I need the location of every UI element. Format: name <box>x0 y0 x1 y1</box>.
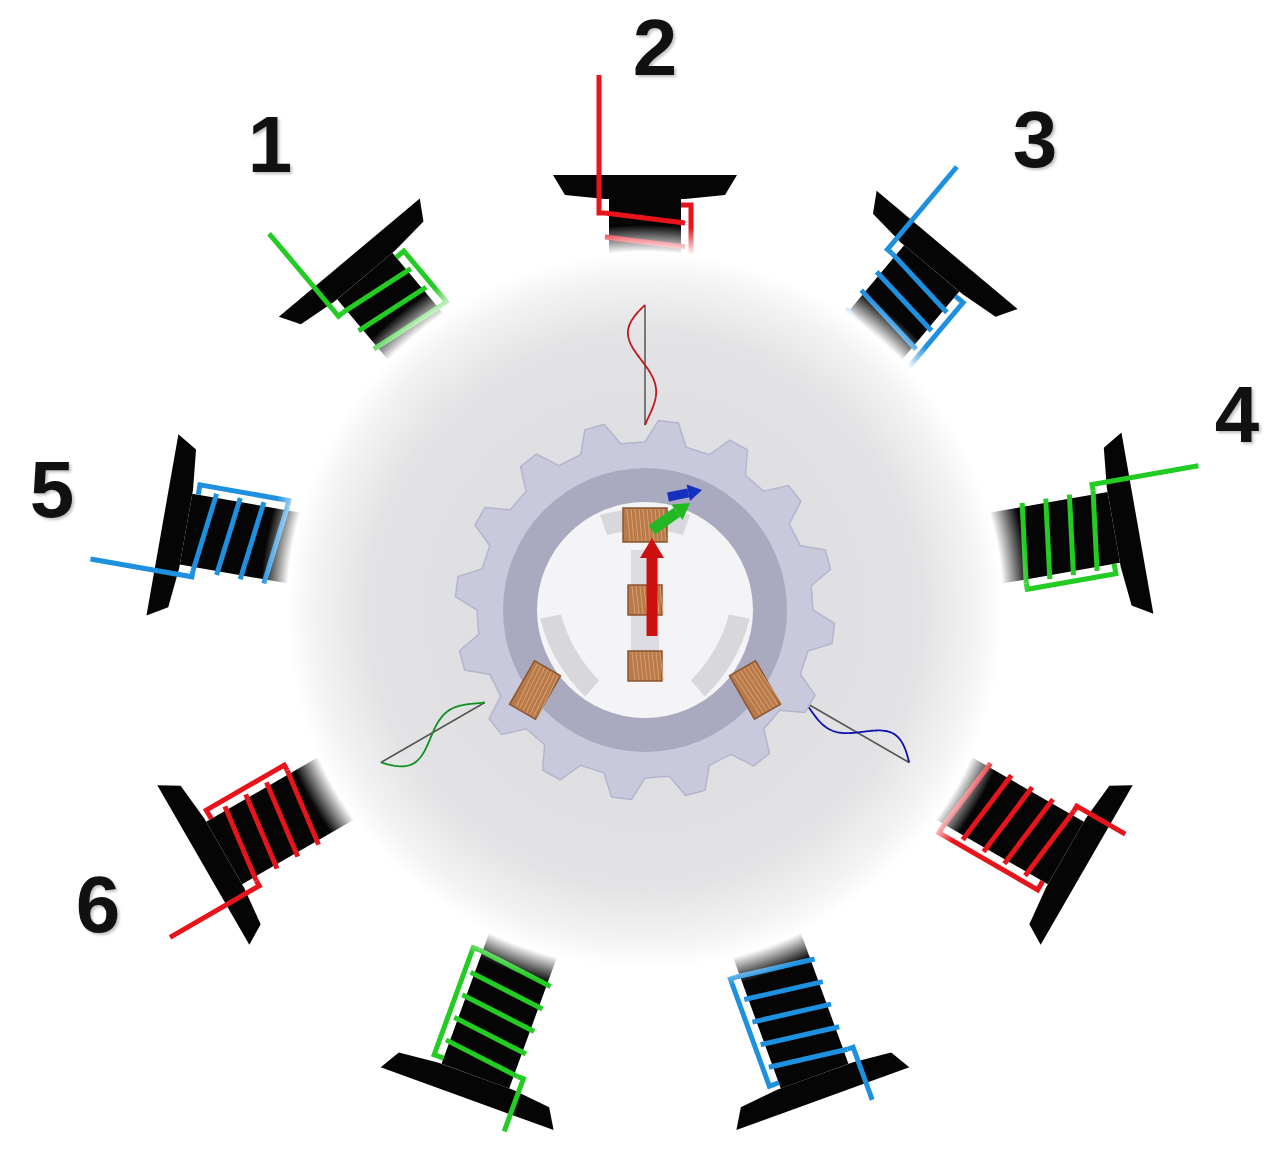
field-waveform <box>375 693 493 777</box>
callout-number: 2 <box>633 8 678 88</box>
vector-head <box>640 538 664 558</box>
lead-wire <box>1074 806 1125 839</box>
vector-head <box>687 485 702 501</box>
copper-strand <box>635 509 638 541</box>
copper-coil <box>510 661 562 720</box>
winding-turn <box>886 253 954 312</box>
copper-strand <box>631 509 634 541</box>
winding-turn <box>605 213 685 223</box>
copper-strand <box>643 509 646 541</box>
vector-shaft <box>668 493 688 497</box>
pole-flange <box>1020 773 1133 944</box>
pole-flange <box>861 191 1017 328</box>
field-vector <box>668 485 702 501</box>
copper-coil <box>628 651 663 681</box>
winding-turn <box>343 261 411 320</box>
winding-turn <box>769 1040 848 1077</box>
copper-strand <box>534 676 561 719</box>
winding-turn <box>1060 495 1084 576</box>
copper-strand <box>636 586 639 614</box>
copper-strand <box>660 586 663 614</box>
callout-number: 1 <box>248 105 293 185</box>
lead-wire <box>90 553 192 577</box>
lead-wire <box>167 881 259 938</box>
field-vector <box>652 503 690 530</box>
winding-turn <box>1036 499 1060 580</box>
copper-strand <box>640 652 643 680</box>
winding-turn <box>1025 806 1074 880</box>
copper-strand <box>644 652 647 680</box>
winding-return <box>730 976 778 1087</box>
copper-strand <box>531 674 558 717</box>
winding-turn <box>1004 794 1053 868</box>
copper-strand <box>632 586 635 614</box>
callout-number: 4 <box>1215 375 1260 455</box>
field-vector <box>640 538 664 636</box>
copper-strand <box>639 509 642 541</box>
winding-turn <box>240 500 264 581</box>
pole-flange <box>146 434 202 619</box>
wave-curve <box>628 305 656 425</box>
copper-coil <box>628 585 663 615</box>
vector-shaft <box>647 558 658 636</box>
winding-return <box>206 765 289 819</box>
winding-turn <box>984 782 1033 856</box>
copper-strand <box>632 652 635 680</box>
copper-strand <box>660 652 663 680</box>
wave-curve <box>375 693 493 777</box>
pole-flange <box>553 175 737 199</box>
copper-strand <box>648 652 651 680</box>
field-waveform <box>800 688 918 772</box>
pole-flange <box>157 773 270 944</box>
winding-turn <box>217 496 241 577</box>
copper-strand <box>656 652 659 680</box>
copper-body <box>510 661 561 719</box>
pole-flange <box>1098 433 1154 618</box>
winding-turn <box>193 492 217 573</box>
copper-strand <box>751 663 778 706</box>
callout-number: 3 <box>1013 100 1058 180</box>
lead-wire <box>499 1077 524 1132</box>
pole-flange <box>381 1045 562 1130</box>
lead-wire <box>1092 466 1199 491</box>
copper-strand <box>754 661 781 704</box>
rotor-ring <box>503 468 787 752</box>
copper-body <box>730 661 781 719</box>
lead-wire <box>887 167 961 254</box>
copper-strand <box>636 652 639 680</box>
vector-shaft <box>652 512 677 530</box>
stator-disk <box>260 225 1030 995</box>
copper-coil <box>730 660 782 719</box>
wave-curve <box>800 688 918 772</box>
stator-coils <box>82 75 1222 1147</box>
winding-return <box>434 948 482 1059</box>
field-waveform <box>628 305 656 425</box>
gear <box>455 420 834 799</box>
lead-wire <box>599 75 605 213</box>
winding-turn <box>761 1017 840 1054</box>
winding-turn <box>752 995 831 1032</box>
callout-number: 5 <box>30 450 75 530</box>
lead-wire <box>269 230 343 317</box>
winding-return <box>1025 564 1115 589</box>
callout-number: 6 <box>76 865 121 945</box>
copper-body <box>628 651 662 681</box>
copper-strand <box>640 586 643 614</box>
copper-strand <box>627 509 630 541</box>
winding-turn <box>1083 490 1107 571</box>
vector-head <box>671 503 690 520</box>
rotor-bore <box>537 502 753 718</box>
copper-strand <box>652 652 655 680</box>
lead-wire <box>847 1047 872 1102</box>
